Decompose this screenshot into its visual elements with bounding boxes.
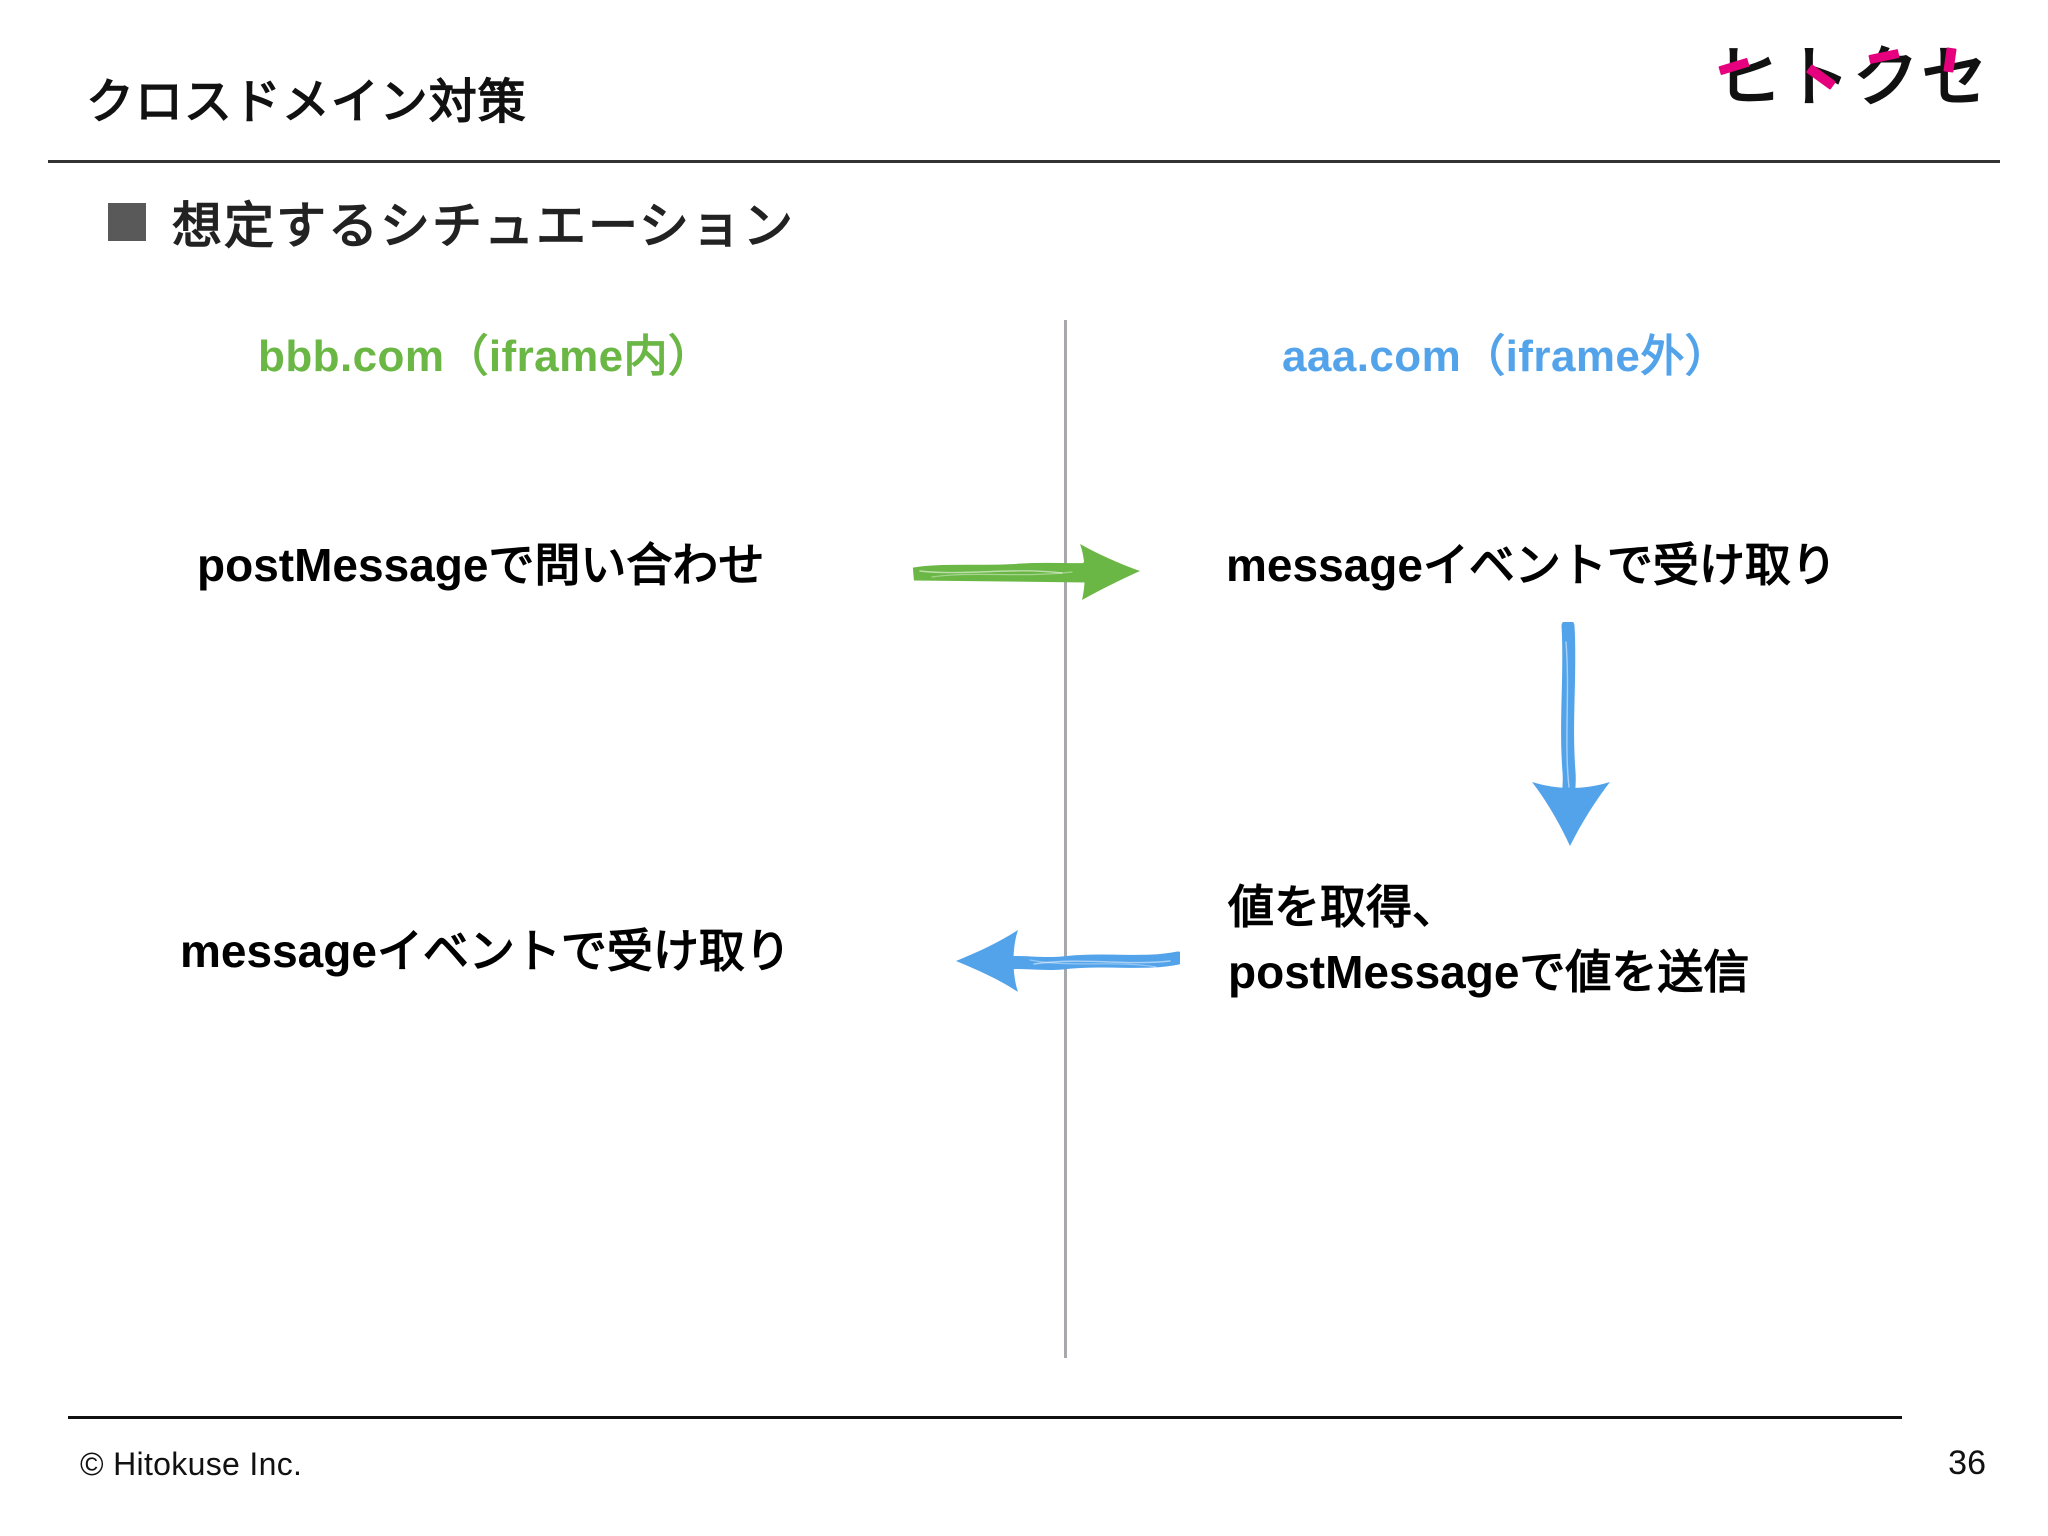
header-divider-rule	[48, 160, 2000, 163]
logo-char-to: ト	[1784, 40, 1853, 114]
square-bullet-icon	[108, 203, 146, 241]
column-header-aaa: aaa.com（iframe外）	[1282, 332, 1730, 381]
section-heading: 想定するシチュエーション	[108, 186, 795, 258]
arrow-right-green-icon	[912, 544, 1140, 600]
column-divider-line	[1064, 320, 1067, 1358]
footer-divider-rule	[68, 1416, 1902, 1419]
logo-char-ku: ク	[1852, 40, 1922, 114]
page-title: クロスドメイン対策	[86, 76, 527, 129]
page-number: 36	[1948, 1444, 1986, 1482]
slide-footer: © Hitokuse Inc. 36	[0, 1416, 2048, 1536]
brand-logo: ヒトクセ	[1715, 44, 1990, 110]
node-get-value-line: 値を取得、	[1228, 881, 1458, 933]
section-heading-label: 想定するシチュエーション	[172, 198, 795, 254]
node-message-event-receive-left: messageイベントで受け取り	[180, 925, 791, 977]
node-get-value-and-send: 値を取得、 postMessageで値を送信	[1228, 875, 1749, 1006]
node-message-event-receive-right: messageイベントで受け取り	[1226, 539, 1837, 591]
node-post-message-request: postMessageで問い合わせ	[197, 539, 765, 591]
arrow-left-blue-icon	[956, 930, 1180, 992]
footer-copyright: © Hitokuse Inc.	[80, 1446, 303, 1482]
column-header-bbb: bbb.com（iframe内）	[258, 332, 713, 381]
arrow-down-blue-icon	[1532, 622, 1610, 846]
logo-char-hi: ヒ	[1715, 40, 1785, 114]
logo-char-se: セ	[1921, 40, 1990, 114]
node-post-message-send-line: postMessageで値を送信	[1228, 946, 1750, 999]
slide-header: クロスドメイン対策 ヒトクセ	[0, 0, 2048, 163]
